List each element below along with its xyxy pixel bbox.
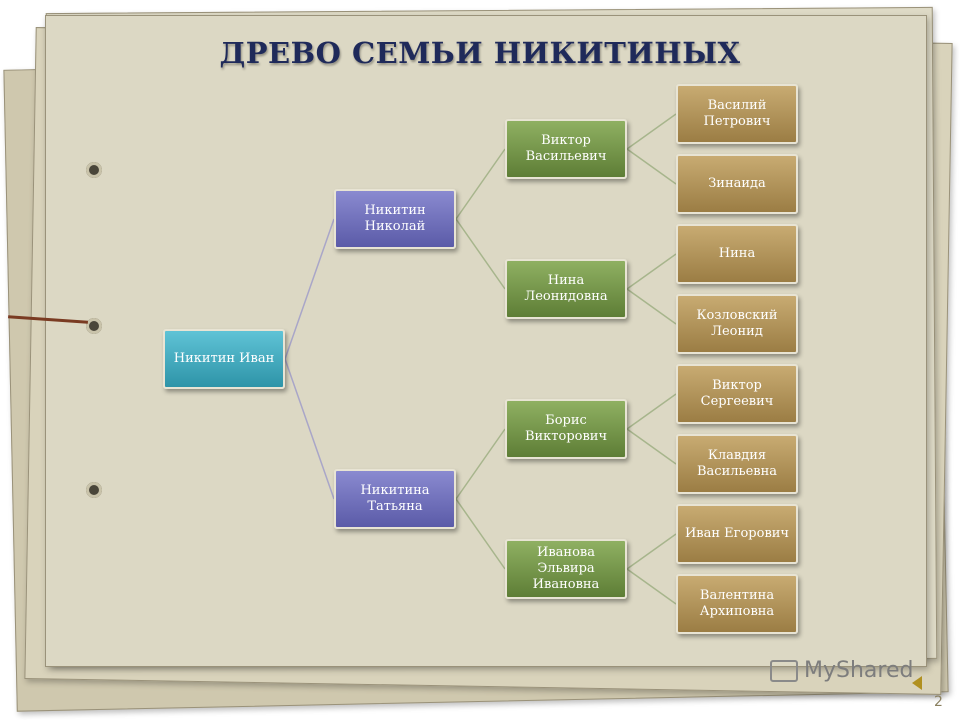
node-label-line: Ивановна	[532, 577, 600, 592]
node-label-line: Зинаида	[708, 176, 766, 191]
node-label-line: Никитина	[360, 483, 430, 498]
tree-connector-line	[626, 148, 677, 185]
node-label-line: Никитин	[364, 203, 426, 218]
presentation-icon	[770, 659, 798, 682]
speaker-icon[interactable]	[912, 676, 922, 690]
watermark: MyShared	[770, 658, 913, 683]
node-label-line: Архиповна	[699, 604, 775, 619]
node-label-line: Нина	[547, 273, 585, 288]
node-label-line: Васильевич	[525, 149, 607, 164]
node-label-line: Нина	[718, 246, 756, 261]
tree-connector-line	[455, 498, 506, 570]
node-label-line: Валентина	[699, 588, 775, 603]
tree-node-great-grandchild[interactable]: Иван Егорович	[676, 504, 798, 564]
node-label-line: Викторович	[524, 429, 608, 444]
tree-connector-line	[455, 148, 506, 220]
node-label-line: Николай	[364, 219, 426, 234]
node-label-line: Борис	[545, 413, 587, 428]
node-label-line: Эльвира	[537, 561, 595, 576]
tree-node-great-grandchild[interactable]: Нина	[676, 224, 798, 284]
tree-node-root[interactable]: Никитин Иван	[163, 329, 285, 389]
node-label-line: Клавдия	[707, 448, 767, 463]
tree-connector-line	[626, 113, 677, 150]
node-label-line: Леонидовна	[524, 289, 608, 304]
node-label-line: Василий	[707, 98, 767, 113]
watermark-text: MyShared	[804, 658, 914, 683]
tree-connector-line	[626, 533, 677, 570]
node-label-line: Иванова	[537, 545, 595, 560]
node-label-line: Леонид	[711, 324, 763, 339]
node-label-line: Сергеевич	[700, 394, 774, 409]
node-label-line: Петрович	[703, 114, 771, 129]
page-number: 2	[934, 694, 943, 710]
node-label-line: Никитин Иван	[173, 351, 275, 366]
node-label-line: Козловский	[696, 308, 778, 323]
node-label-line: Иван Егорович	[684, 526, 790, 541]
tree-connector-line	[284, 218, 335, 360]
tree-connector-line	[284, 358, 335, 500]
tree-connector-line	[626, 568, 677, 605]
tree-node-great-grandchild[interactable]: Зинаида	[676, 154, 798, 214]
tree-connector-line	[626, 288, 677, 325]
tree-connector-line	[626, 393, 677, 430]
tree-connector-line	[455, 428, 506, 500]
node-label-line: Виктор	[541, 133, 591, 148]
page-title: ДРЕВО СЕМЬИ НИКИТИНЫХ	[219, 36, 741, 70]
punch-hole-icon	[86, 318, 102, 334]
node-label-line: Татьяна	[367, 499, 423, 514]
tree-connector-line	[455, 218, 506, 290]
tree-connector-line	[626, 428, 677, 465]
punch-hole-icon	[86, 482, 102, 498]
node-label-line: Виктор	[712, 378, 762, 393]
punch-hole-icon	[86, 162, 102, 178]
node-label-line: Васильевна	[696, 464, 777, 479]
tree-connector-line	[626, 253, 677, 290]
